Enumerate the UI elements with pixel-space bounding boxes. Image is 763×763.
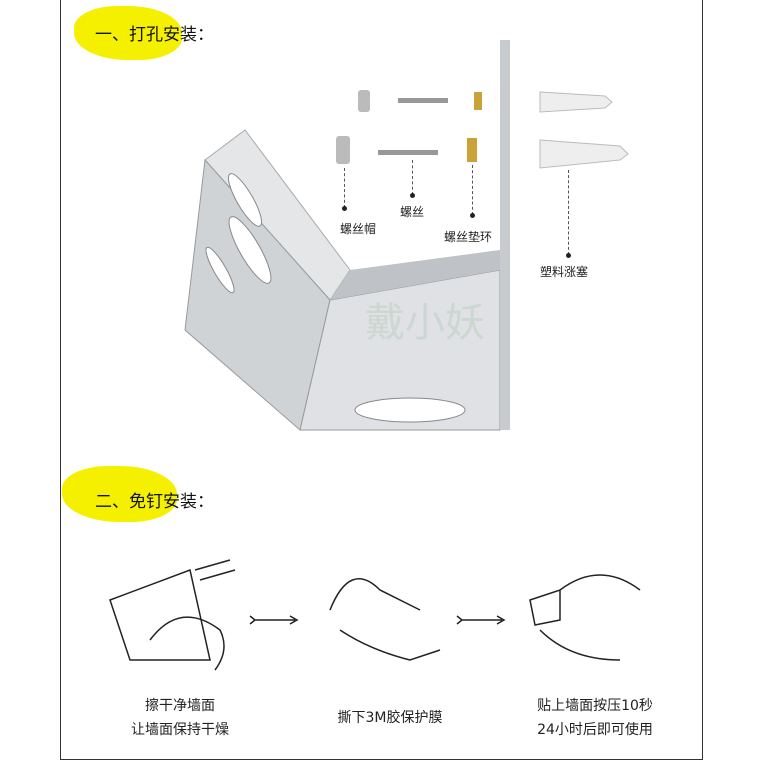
highlight-mark bbox=[74, 6, 182, 60]
label-anchor: 塑料涨塞 bbox=[540, 265, 589, 279]
image-frame bbox=[60, 0, 703, 760]
label-screw: 螺丝 bbox=[400, 205, 425, 219]
step2-line1: 撕下3M胶保护膜 bbox=[337, 710, 443, 726]
step3-caption: 贴上墙面按压10秒 24小时后即可使用 bbox=[515, 694, 675, 742]
bracket-illustration bbox=[184, 40, 629, 431]
step1-caption: 擦干净墙面 让墙面保持干燥 bbox=[110, 694, 250, 742]
section1-title: 一、打孔安装： bbox=[95, 25, 214, 45]
step1-line2: 让墙面保持干燥 bbox=[131, 722, 229, 738]
step3-line2: 24小时后即可使用 bbox=[537, 722, 653, 738]
section2-title: 二、免钉安装： bbox=[95, 492, 214, 512]
highlight-mark bbox=[62, 466, 177, 522]
step3-line1: 贴上墙面按压10秒 bbox=[537, 698, 653, 714]
watermark: 戴小妖 bbox=[365, 300, 485, 346]
label-washer: 螺丝垫环 bbox=[444, 230, 493, 244]
step2-caption: 撕下3M胶保护膜 bbox=[320, 706, 460, 730]
steps-illustrations bbox=[109, 559, 641, 671]
step1-line1: 擦干净墙面 bbox=[145, 698, 215, 714]
label-screw-cap: 螺丝帽 bbox=[340, 222, 377, 236]
